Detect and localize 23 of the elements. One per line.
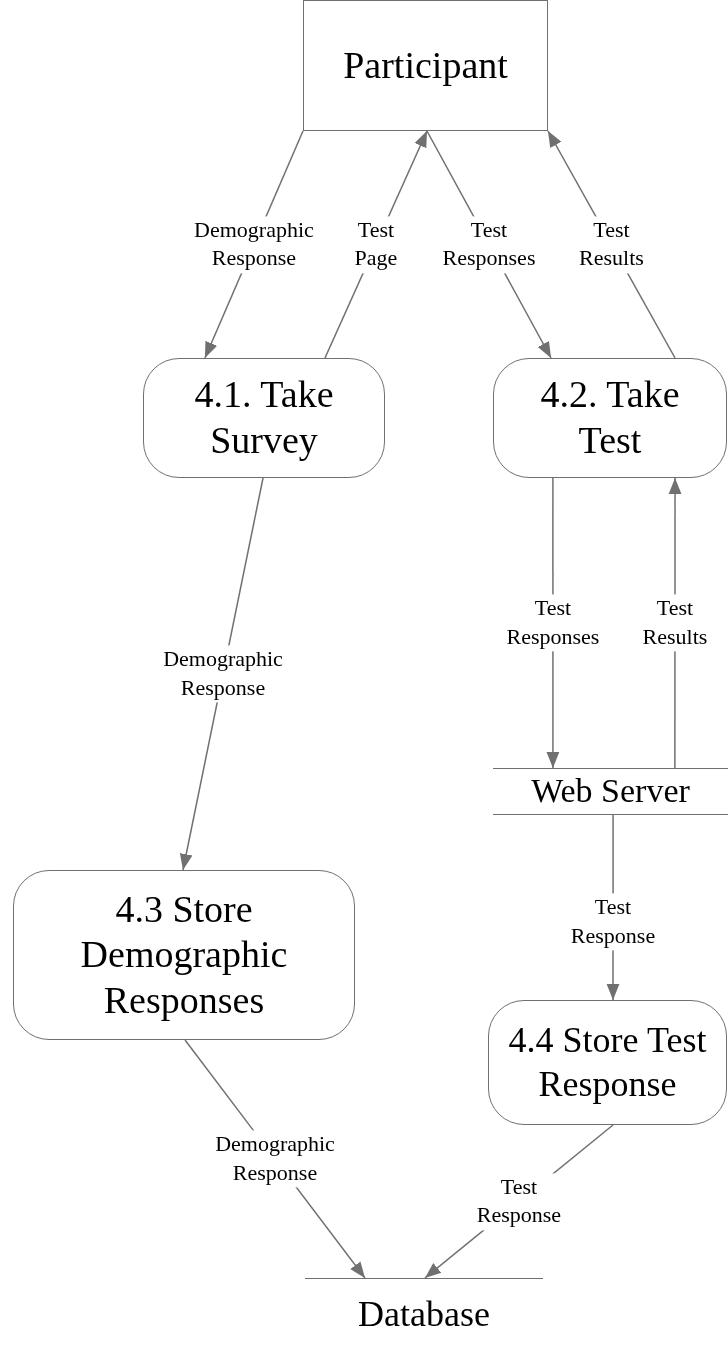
edge-label: Test Results [577, 215, 646, 274]
data-store [493, 768, 728, 815]
node-label: 4.4 Store Test Response [507, 1019, 708, 1106]
node-label: 4.2. Take Test [539, 372, 681, 463]
edge-label: Test Page [352, 215, 400, 274]
node-label: Web Server [531, 771, 690, 812]
edge-label: Demographic Response [213, 1130, 337, 1188]
node-label: 4.1. Take Survey [193, 372, 335, 463]
edge-label: Demographic Response [192, 215, 316, 274]
edge-label: Test Responses [440, 215, 538, 274]
node-label: Database [358, 1293, 490, 1336]
edge-label: Test Responses [504, 594, 602, 652]
node-label: 4.3 Store Demographic Responses [79, 886, 289, 1023]
process-box [143, 358, 385, 478]
process-box [13, 870, 355, 1040]
edge-label: Test Response [568, 893, 658, 951]
process-box [493, 358, 727, 478]
node-label: Participant [343, 42, 508, 88]
edge-label: Demographic Response [161, 645, 285, 703]
process-box [488, 1000, 727, 1125]
edge-label: Test Response [474, 1172, 564, 1231]
external-entity-box [303, 0, 548, 131]
edge-label: Test Results [640, 594, 710, 652]
